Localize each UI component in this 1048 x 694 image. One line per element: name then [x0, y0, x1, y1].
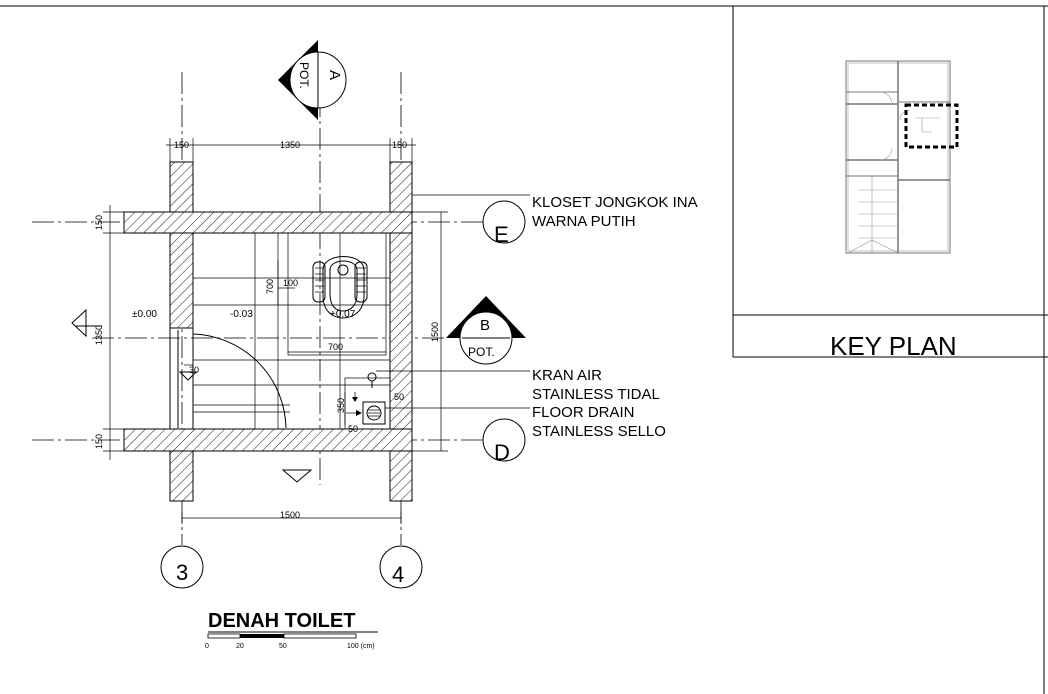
wall-left — [169, 232, 194, 329]
drawing-title: DENAH TOILET — [208, 610, 355, 632]
dim-drain-right: 50 — [394, 392, 404, 402]
grid-lines — [32, 72, 485, 545]
dim-closet-width: 700 — [328, 342, 343, 352]
dim-top-wall-left: 150 — [174, 140, 189, 150]
scale-bar — [207, 633, 357, 639]
section-marker-b — [446, 296, 526, 365]
key-plan-title: KEY PLAN — [830, 331, 957, 361]
level-floor: -0.03 — [230, 309, 253, 320]
wall-right-top-stub — [389, 161, 413, 213]
dim-left-wall-bottom: 150 — [94, 434, 104, 449]
dim-top-wall-right: 150 — [392, 140, 407, 150]
dim-top-span: 1350 — [280, 140, 300, 150]
level-markers — [71, 308, 313, 483]
dim-left-span: 1350 — [94, 325, 104, 345]
key-plan-drawing — [845, 60, 959, 254]
door — [169, 327, 287, 430]
tap-and-drain — [344, 372, 391, 430]
note-closet-line2: WARNA PUTIH — [532, 213, 636, 230]
grid-bubble-e: E — [494, 222, 509, 247]
scale-label-100: 100 (cm) — [347, 643, 375, 650]
section-b-letter: B — [480, 317, 490, 334]
dim-bottom-span: 1500 — [280, 510, 300, 520]
sheet-frame — [0, 5, 1048, 694]
dim-door-offset: 30 — [189, 365, 199, 375]
section-marker-a — [278, 40, 347, 120]
level-outside: ±0.00 — [132, 309, 157, 320]
floor-tiles — [193, 232, 390, 429]
wall-bottom — [123, 428, 413, 452]
leader-lines — [376, 194, 530, 409]
dim-left-wall-top: 150 — [94, 215, 104, 230]
scale-label-50: 50 — [279, 643, 287, 650]
dim-drain-height: 350 — [336, 398, 346, 413]
dim-closet-offset: 100 — [283, 278, 298, 288]
dim-closet-height: 700 — [265, 279, 275, 294]
grid-bubbles — [160, 200, 526, 589]
scale-label-0: 0 — [205, 643, 209, 650]
section-a-letter: A — [326, 70, 343, 80]
note-closet-line1: KLOSET JONGKOK INA — [532, 194, 698, 211]
note-tap-line1: KRAN AIR — [532, 367, 602, 384]
wall-right-bottom-stub — [389, 450, 413, 502]
note-drain-line1: FLOOR DRAIN — [532, 404, 635, 421]
note-tap-line2: STAINLESS TIDAL — [532, 386, 660, 403]
wall-left-bottom-stub — [169, 450, 194, 502]
dim-right-span: 1500 — [430, 322, 440, 342]
grid-bubble-d: D — [494, 440, 510, 465]
grid-bubble-4: 4 — [392, 562, 404, 587]
section-b-label: POT. — [468, 345, 495, 359]
dim-drain-bottom: 50 — [348, 424, 358, 434]
wall-left-top-stub — [169, 161, 194, 213]
walls — [123, 161, 413, 502]
squat-toilet — [312, 256, 368, 319]
grid-bubble-3: 3 — [176, 560, 188, 585]
level-closet: +0.07 — [330, 309, 356, 320]
note-drain-line2: STAINLESS SELLO — [532, 423, 666, 440]
scale-label-20: 20 — [236, 643, 244, 650]
wall-top — [123, 211, 413, 234]
section-a-label: POT. — [297, 62, 311, 89]
dimension-lines — [103, 138, 448, 524]
